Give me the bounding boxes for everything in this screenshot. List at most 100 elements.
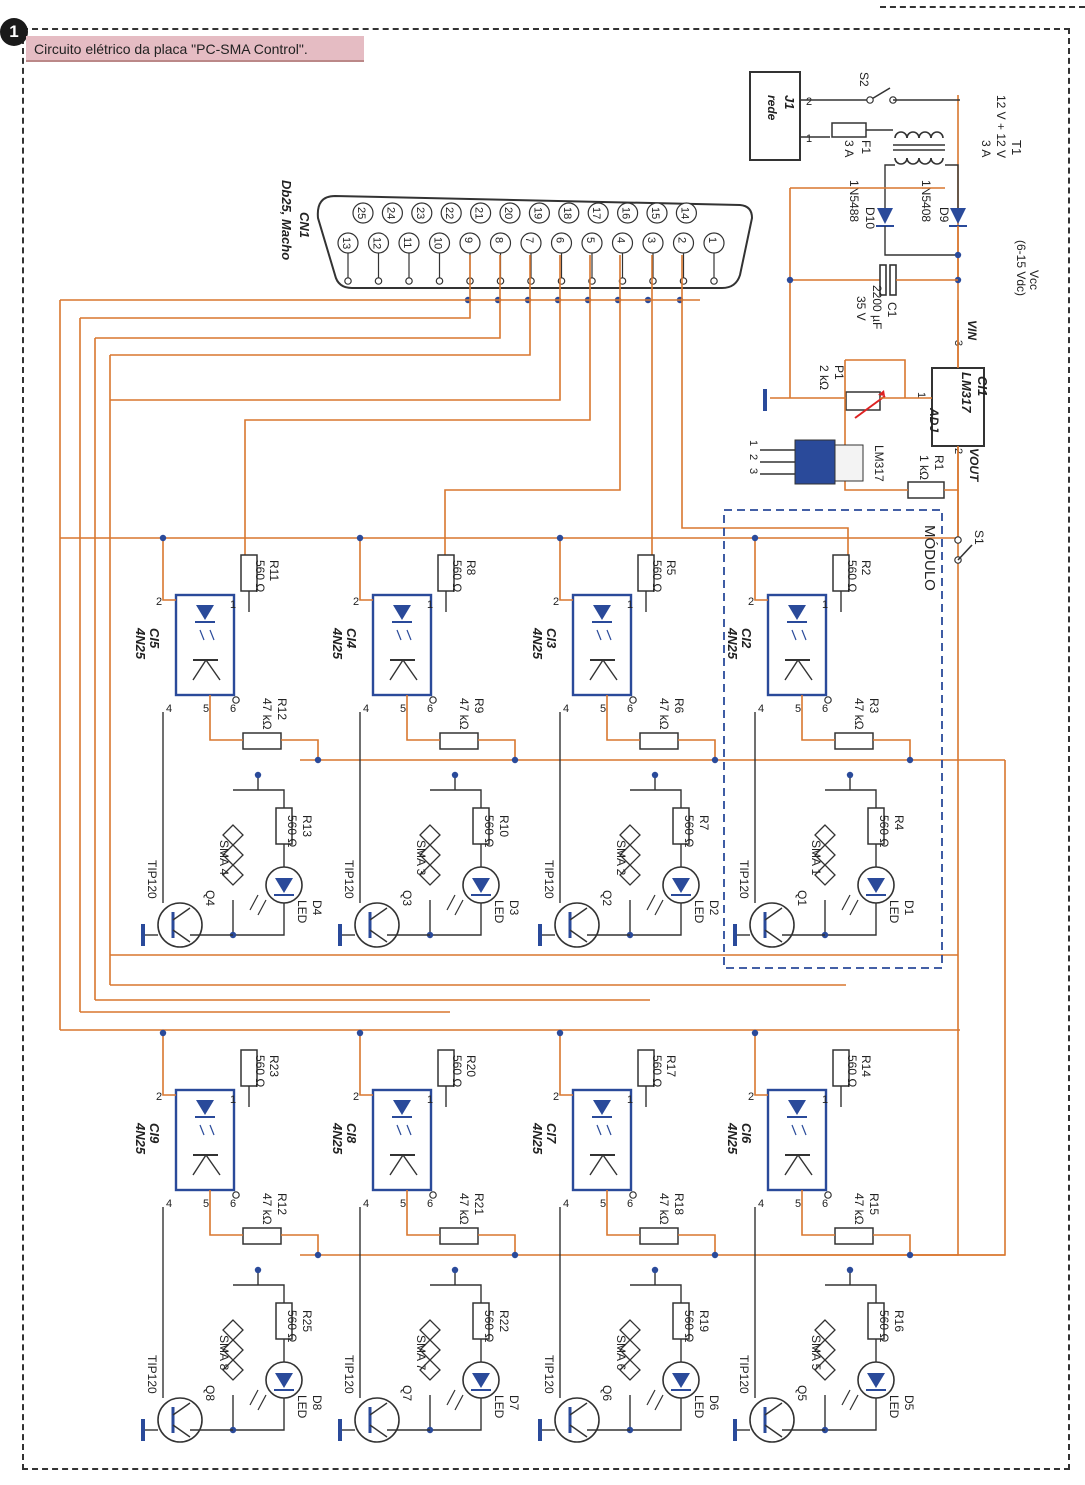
phototransistor-leg [402,1154,418,1176]
t1-current: 3 A [979,140,993,157]
opto-ref: CI5 [147,628,162,649]
light-arrow [199,1124,205,1136]
opto-part: 4N25 [530,1122,545,1155]
opto-pin: 2 [156,596,162,608]
p1-arrow [878,390,885,396]
light-arrow [849,1394,859,1411]
pin-number: 25 [355,207,367,219]
wire [162,1033,176,1096]
opto-led [393,1100,411,1115]
led-ref: D1 [902,900,916,916]
junction-dot [556,1029,564,1037]
transistor-ref: Q3 [400,890,414,906]
pin-number: 13 [340,237,352,249]
opto-pin: 2 [353,596,359,608]
opto-pin: 6 [627,1198,633,1210]
base-resistor-value: 47 kΩ [260,1193,274,1225]
junction-dot [159,534,167,542]
pin-circle [352,202,374,224]
opto-pin: 1 [230,1094,236,1106]
ground-symbol [338,1419,342,1441]
secondary-coil [906,157,920,165]
led-ref: D8 [310,1395,324,1411]
junction-dot [254,1266,262,1274]
led-resistor-ref: R16 [892,1310,906,1332]
wire [406,1190,440,1236]
pkg-pin: 1 [747,440,759,446]
light-arrow [396,1124,402,1136]
p1-wiper-wire [845,359,906,398]
pin-circle [381,202,403,224]
input-resistor-ref: R8 [464,560,478,576]
opto-led [788,605,806,620]
sma-label: SMA 7 [414,1335,428,1371]
terminal-ring [405,277,413,285]
led-symbol [275,878,293,893]
transistor-part: TIP120 [542,1355,556,1394]
light-arrow [199,629,205,641]
opto-pin: 4 [758,703,764,715]
led-part: LED [492,1395,506,1419]
led-resistor-ref: R13 [300,815,314,837]
t1-ref: T1 [1009,140,1024,155]
transistor-ref: Q5 [795,1385,809,1401]
wire [630,903,682,936]
opto-pin: 6 [822,703,828,715]
wire [873,739,911,760]
phototransistor-leg [797,1154,813,1176]
module-box [723,509,943,969]
opto-ref: CI2 [739,628,754,649]
input-resistor-value: 560 Ω [845,560,859,592]
s1-switch [957,544,973,561]
wire [606,695,640,741]
wire [233,1284,285,1303]
ground-symbol [141,1419,145,1441]
secondary-coil [894,157,908,165]
opto-pin: 4 [563,1198,569,1210]
ground-symbol [763,389,767,411]
led-resistor-value: 560 Ω [877,1310,891,1342]
opto-ref: CI9 [147,1123,162,1144]
wire [430,1284,482,1303]
light-arrow [849,899,859,916]
opto-pin: 2 [353,1091,359,1103]
transistor-leg [369,1424,388,1438]
sma-label: SMA 1 [809,840,823,876]
led-part: LED [692,900,706,924]
r1-wire [844,360,908,491]
phototransistor-leg [192,659,207,681]
terminal-ring [374,277,383,285]
wire [209,1190,243,1236]
wire [359,1033,373,1096]
junction-dot [451,1266,459,1274]
wire [281,739,319,760]
figure-frame [22,28,1070,1470]
junction-dot [906,756,914,764]
led-ref: D5 [902,1395,916,1411]
led-symbol [672,878,690,893]
t1-value: 12 V + 12 V [994,95,1008,158]
ground-symbol [538,924,542,946]
r1-ref: R1 [932,455,946,471]
light-arrow [257,899,267,916]
light-arrow [654,899,664,916]
primary-coil [894,131,908,139]
opto-pin: 5 [795,1198,801,1210]
light-arrow [606,1124,612,1136]
j1-label: rede [765,95,779,121]
opto-pin: 5 [203,703,209,715]
transistor-ref: Q2 [600,890,614,906]
led-resistor-ref: R19 [697,1310,711,1332]
input-resistor-ref: R2 [859,560,873,576]
phototransistor-leg [389,659,404,681]
ci1-pin1: 1 [915,392,927,398]
junction-dot [954,251,962,259]
pin-number: 12 [371,237,383,249]
pkg-label: LM317 [872,445,886,482]
led-resistor-value: 560 Ω [682,1310,696,1342]
pin-number: 3 [645,237,657,243]
wire [754,538,768,601]
